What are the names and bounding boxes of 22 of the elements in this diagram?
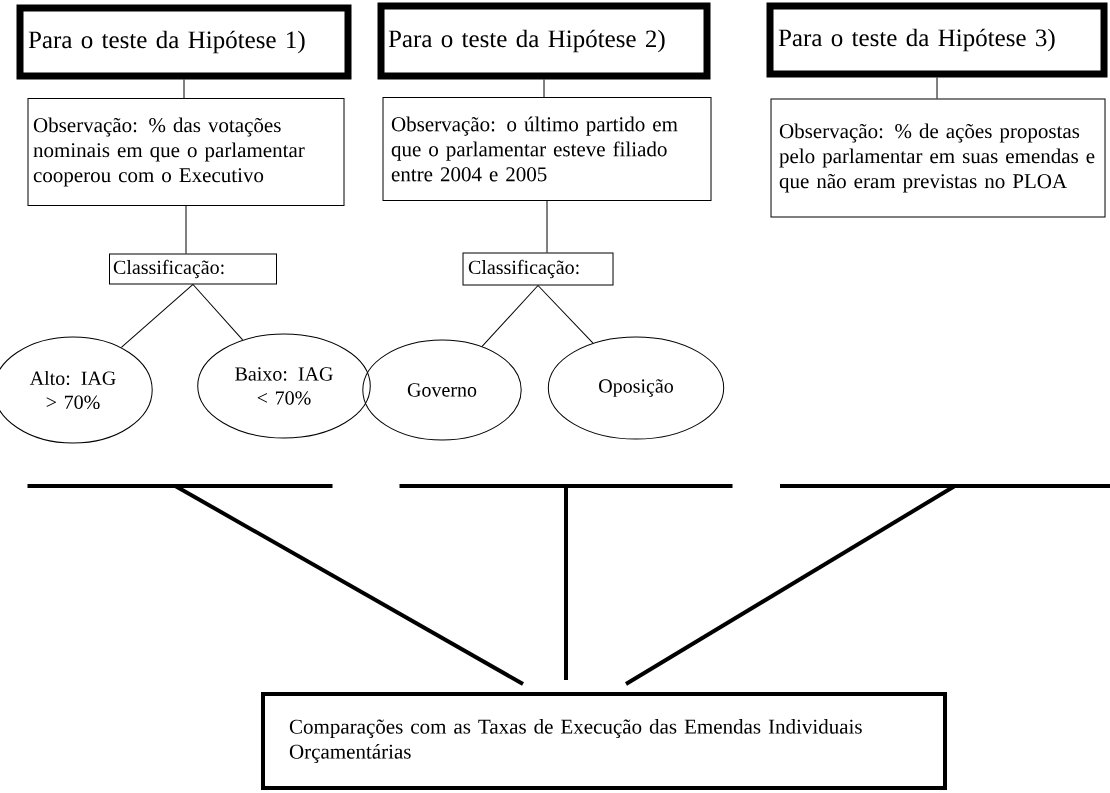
- heading-box: Para o teste da Hipótese 3): [766, 2, 1108, 78]
- connector-line: [537, 285, 594, 344]
- connector-line: [543, 79, 545, 98]
- horizontal-bar: [780, 484, 1110, 488]
- connector-line: [120, 284, 194, 348]
- connector-line: [192, 284, 244, 341]
- connector-line: [564, 486, 568, 680]
- observation-box: Observação: % das votações nominais em que o parlamentar cooperou com o Executivo: [27, 98, 345, 206]
- connector-line: [546, 200, 548, 253]
- observation-box: Observação: o último partido em que o parlamentar esteve filiado entre 2004 e 2005: [382, 97, 712, 201]
- horizontal-bar: [27, 484, 333, 488]
- classification-box: Classificação:: [109, 253, 277, 285]
- heading-box: Para o teste da Hipótese 1): [16, 4, 352, 80]
- result-box: Comparações com as Taxas de Execução das Emendas Individuais Orçamentárias: [261, 692, 947, 790]
- heading-box: Para o teste da Hipótese 2): [377, 2, 711, 80]
- horizontal-bar: [399, 484, 733, 488]
- classification-box: Classificação:: [462, 252, 614, 286]
- connector-line: [183, 79, 185, 99]
- observation-box: Observação: % de ações propostas pelo parlamentar em suas emendas e que não eram previstas no PLOA: [770, 98, 1106, 218]
- connector-line: [936, 77, 938, 99]
- connector-line: [481, 285, 539, 347]
- connector-line: [185, 205, 187, 254]
